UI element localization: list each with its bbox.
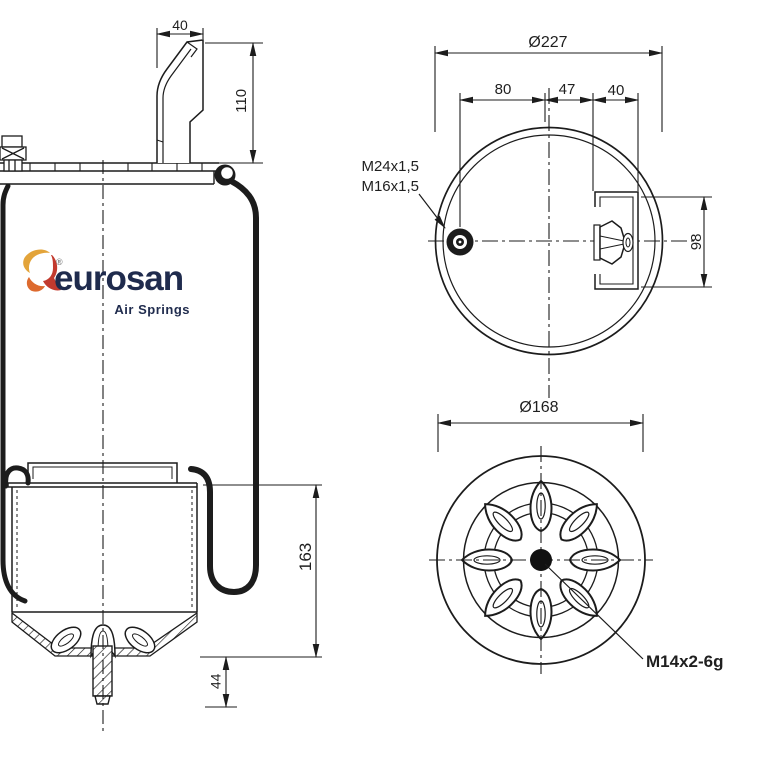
- dim-stud-length-label: 44: [207, 673, 224, 690]
- port-thread-outer-label: M24x1,5: [361, 158, 419, 175]
- mounting-bracket: [156, 39, 204, 163]
- port-thread-inner-label: M16x1,5: [361, 178, 419, 195]
- dim-top-diameter-label: Ø227: [528, 34, 568, 51]
- registered-mark: ®: [56, 257, 63, 267]
- bottom-view-drawing: [429, 414, 653, 674]
- top-view-dimension-lines: [434, 46, 712, 288]
- stud-leader-line: [544, 563, 644, 660]
- port-leader-line: [418, 193, 446, 229]
- bellows-outline: [0, 178, 259, 604]
- air-port: [446, 228, 474, 256]
- dim-offset-80-label: 80: [494, 81, 512, 98]
- dim-offset-47-label: 47: [558, 81, 576, 98]
- air-fitting: [0, 135, 27, 172]
- bracket-top-view: [593, 191, 639, 290]
- logo-name: eurosan: [54, 259, 184, 298]
- top-view-drawing: [418, 46, 712, 398]
- eurosan-logo-icon: [23, 249, 61, 292]
- piston-outline: [7, 462, 198, 613]
- plate-crimp-ticks: [29, 163, 203, 171]
- dim-bracket-height-label: 110: [233, 88, 251, 113]
- bracket-bolt: [593, 220, 634, 265]
- logo-tagline: Air Springs: [114, 302, 190, 317]
- dim-offset-40-label: 40: [607, 82, 625, 99]
- dim-bottom-diameter-label: Ø168: [519, 399, 559, 416]
- side-view-dimension-lines: [156, 28, 322, 708]
- side-view-drawing: [0, 28, 322, 733]
- bottom-view-dimension-lines: [437, 414, 644, 452]
- dim-piston-height-label: 163: [296, 542, 316, 572]
- top-plate: [0, 162, 219, 185]
- stud-thread-label: M14x2-6g: [646, 652, 724, 671]
- dim-bracket-width-label: 40: [172, 17, 188, 33]
- dim-bracket-span-label: 98: [688, 233, 706, 251]
